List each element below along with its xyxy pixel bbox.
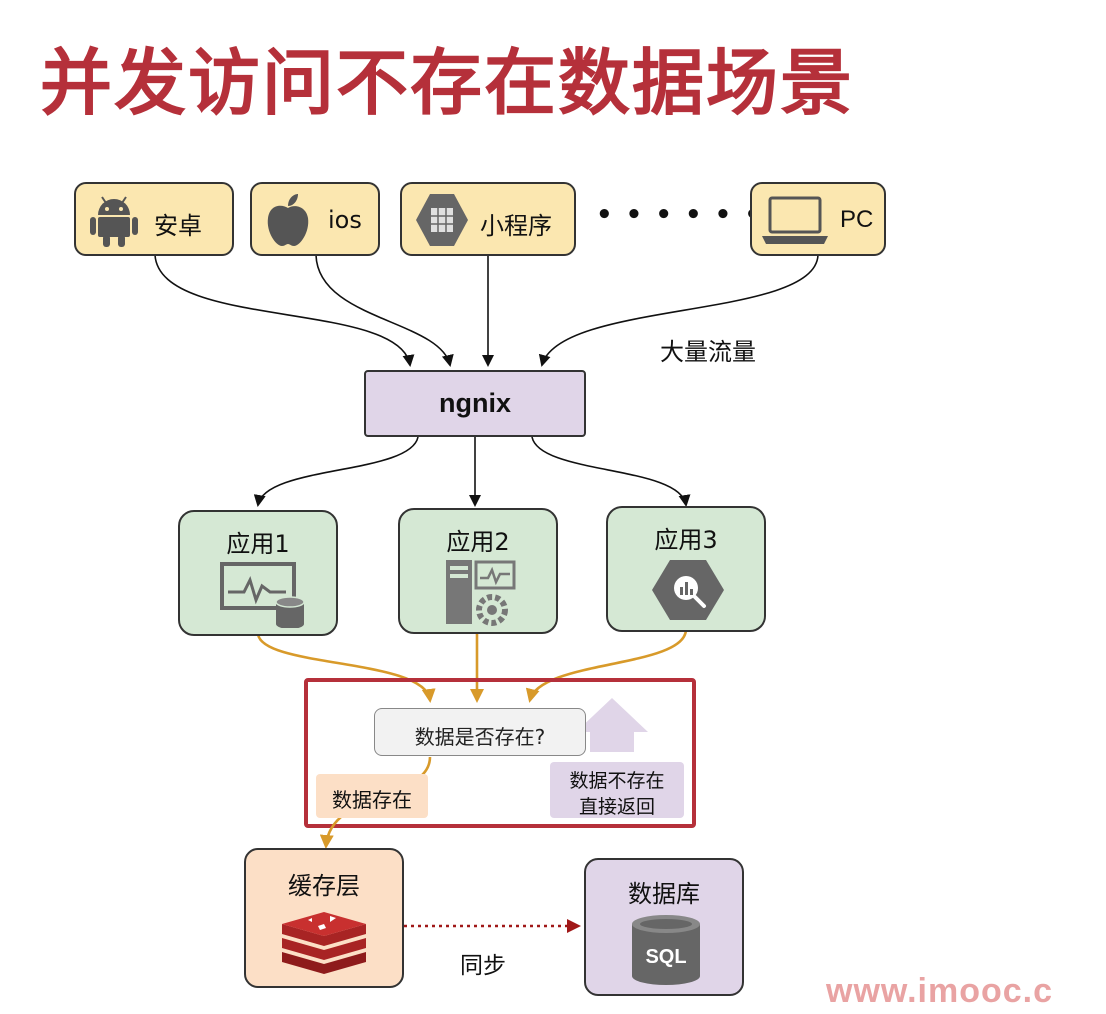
client-label: PC — [840, 206, 874, 233]
return-up-arrow — [576, 698, 648, 752]
app-3: 应用3 — [606, 506, 766, 632]
app-label: 应用3 — [654, 526, 718, 554]
app-2: 应用2 — [398, 508, 558, 634]
redis-icon — [282, 912, 366, 974]
edge-app1-check — [256, 633, 436, 703]
client-label: 小程序 — [480, 212, 552, 240]
analytics-hexagon-icon — [652, 560, 724, 620]
android-icon — [90, 196, 138, 247]
database: 数据库 SQL — [584, 858, 744, 996]
client-mini-program: 小程序 — [400, 182, 576, 256]
db-icon-text: SQL — [645, 946, 687, 968]
exists-label: 数据存在 — [332, 788, 412, 812]
edge-app3-check — [525, 629, 688, 703]
ellipsis: • • • • • • — [596, 200, 763, 230]
decision-frame — [304, 678, 696, 828]
client-android: 安卓 — [74, 182, 234, 256]
monitor-database-icon — [220, 562, 305, 628]
cache-layer: 缓存层 — [244, 848, 404, 988]
not-exists-label-1: 数据不存在 — [569, 770, 665, 792]
mini-program-icon — [416, 194, 468, 246]
watermark: www.imooc.c — [826, 972, 1054, 1010]
nginx-label: ngnix — [439, 388, 511, 418]
client-label: 安卓 — [154, 212, 202, 240]
client-ios: ios — [250, 182, 380, 256]
existence-check: 数据是否存在? — [374, 708, 586, 756]
traffic-label: 大量流量 — [660, 338, 756, 366]
cache-label: 缓存层 — [288, 872, 360, 900]
app-label: 应用1 — [226, 530, 290, 558]
page-title: 并发访问不存在数据场景 — [40, 41, 855, 125]
nginx-node: ngnix — [364, 370, 586, 437]
app-label: 应用2 — [446, 528, 510, 556]
laptop-icon — [762, 196, 828, 244]
not-exists-label-2: 直接返回 — [578, 796, 655, 818]
check-question: 数据是否存在? — [414, 725, 546, 749]
edge-nginx-app3 — [531, 436, 691, 507]
exists-label-box: 数据存在 — [316, 774, 428, 818]
sql-database-icon — [632, 915, 700, 985]
client-pc: PC — [750, 182, 886, 256]
server-gear-icon — [446, 560, 516, 626]
edge-pc-nginx — [538, 254, 819, 367]
edge-android-nginx — [154, 254, 415, 367]
sync-label: 同步 — [460, 953, 506, 979]
apple-icon — [267, 194, 309, 246]
edge-nginx-app1 — [253, 436, 419, 507]
db-label: 数据库 — [628, 880, 700, 908]
app-1: 应用1 — [178, 510, 338, 636]
not-exists-label-box: 数据不存在 直接返回 — [550, 762, 684, 818]
client-label: ios — [328, 206, 362, 234]
edge-ios-nginx — [315, 254, 454, 367]
